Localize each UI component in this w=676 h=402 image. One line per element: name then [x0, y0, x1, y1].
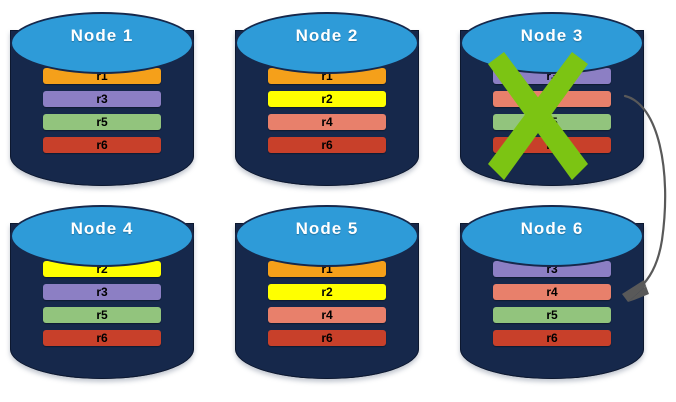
cylinder-top-ellipse	[235, 205, 419, 267]
record-bar[interactable]: r5	[493, 114, 611, 130]
record-list: r3 r4 r5 r6	[493, 261, 611, 353]
record-bar[interactable]: r2	[268, 284, 386, 300]
failover-arrow-icon	[622, 94, 667, 302]
cylinder-top-ellipse	[460, 205, 644, 267]
node-label: Node 3	[520, 26, 584, 45]
node-label: Node 4	[70, 219, 134, 238]
record-bar[interactable]: r6	[493, 330, 611, 346]
cylinder-top-ellipse	[10, 12, 194, 74]
node-label: Node 6	[520, 219, 584, 238]
record-list: r2 r3 r5 r6	[43, 261, 161, 353]
record-bar[interactable]: r2	[268, 91, 386, 107]
record-bar[interactable]: r6	[43, 330, 161, 346]
record-bar[interactable]: r6	[268, 137, 386, 153]
record-bar[interactable]: r4	[493, 91, 611, 107]
node-5[interactable]: Node 5 r1 r2 r4 r6	[235, 205, 419, 379]
node-2[interactable]: Node 2 r1 r2 r4 r6	[235, 12, 419, 186]
cylinder-top-ellipse	[235, 12, 419, 74]
record-bar[interactable]: r6	[43, 137, 161, 153]
record-bar[interactable]: r5	[43, 114, 161, 130]
node-4[interactable]: Node 4 r2 r3 r5 r6	[10, 205, 194, 379]
node-label: Node 5	[295, 219, 359, 238]
node-1[interactable]: Node 1 r1 r3 r5 r6	[10, 12, 194, 186]
record-bar[interactable]: r4	[493, 284, 611, 300]
record-bar[interactable]: r5	[43, 307, 161, 323]
node-label: Node 2	[295, 26, 359, 45]
record-list: r1 r2 r4 r6	[268, 261, 386, 353]
record-bar[interactable]: r4	[268, 307, 386, 323]
node-6[interactable]: Node 6 r3 r4 r5 r6	[460, 205, 644, 379]
record-bar[interactable]: r6	[493, 137, 611, 153]
record-list: r1 r2 r4 r6	[268, 68, 386, 160]
record-list: r3 r4 r5 r6	[493, 68, 611, 160]
record-bar[interactable]: r3	[43, 284, 161, 300]
record-bar[interactable]: r4	[268, 114, 386, 130]
record-list: r1 r3 r5 r6	[43, 68, 161, 160]
node-label: Node 1	[70, 26, 134, 45]
record-bar[interactable]: r5	[493, 307, 611, 323]
record-bar[interactable]: r3	[43, 91, 161, 107]
cylinder-top-ellipse	[10, 205, 194, 267]
record-bar[interactable]: r6	[268, 330, 386, 346]
